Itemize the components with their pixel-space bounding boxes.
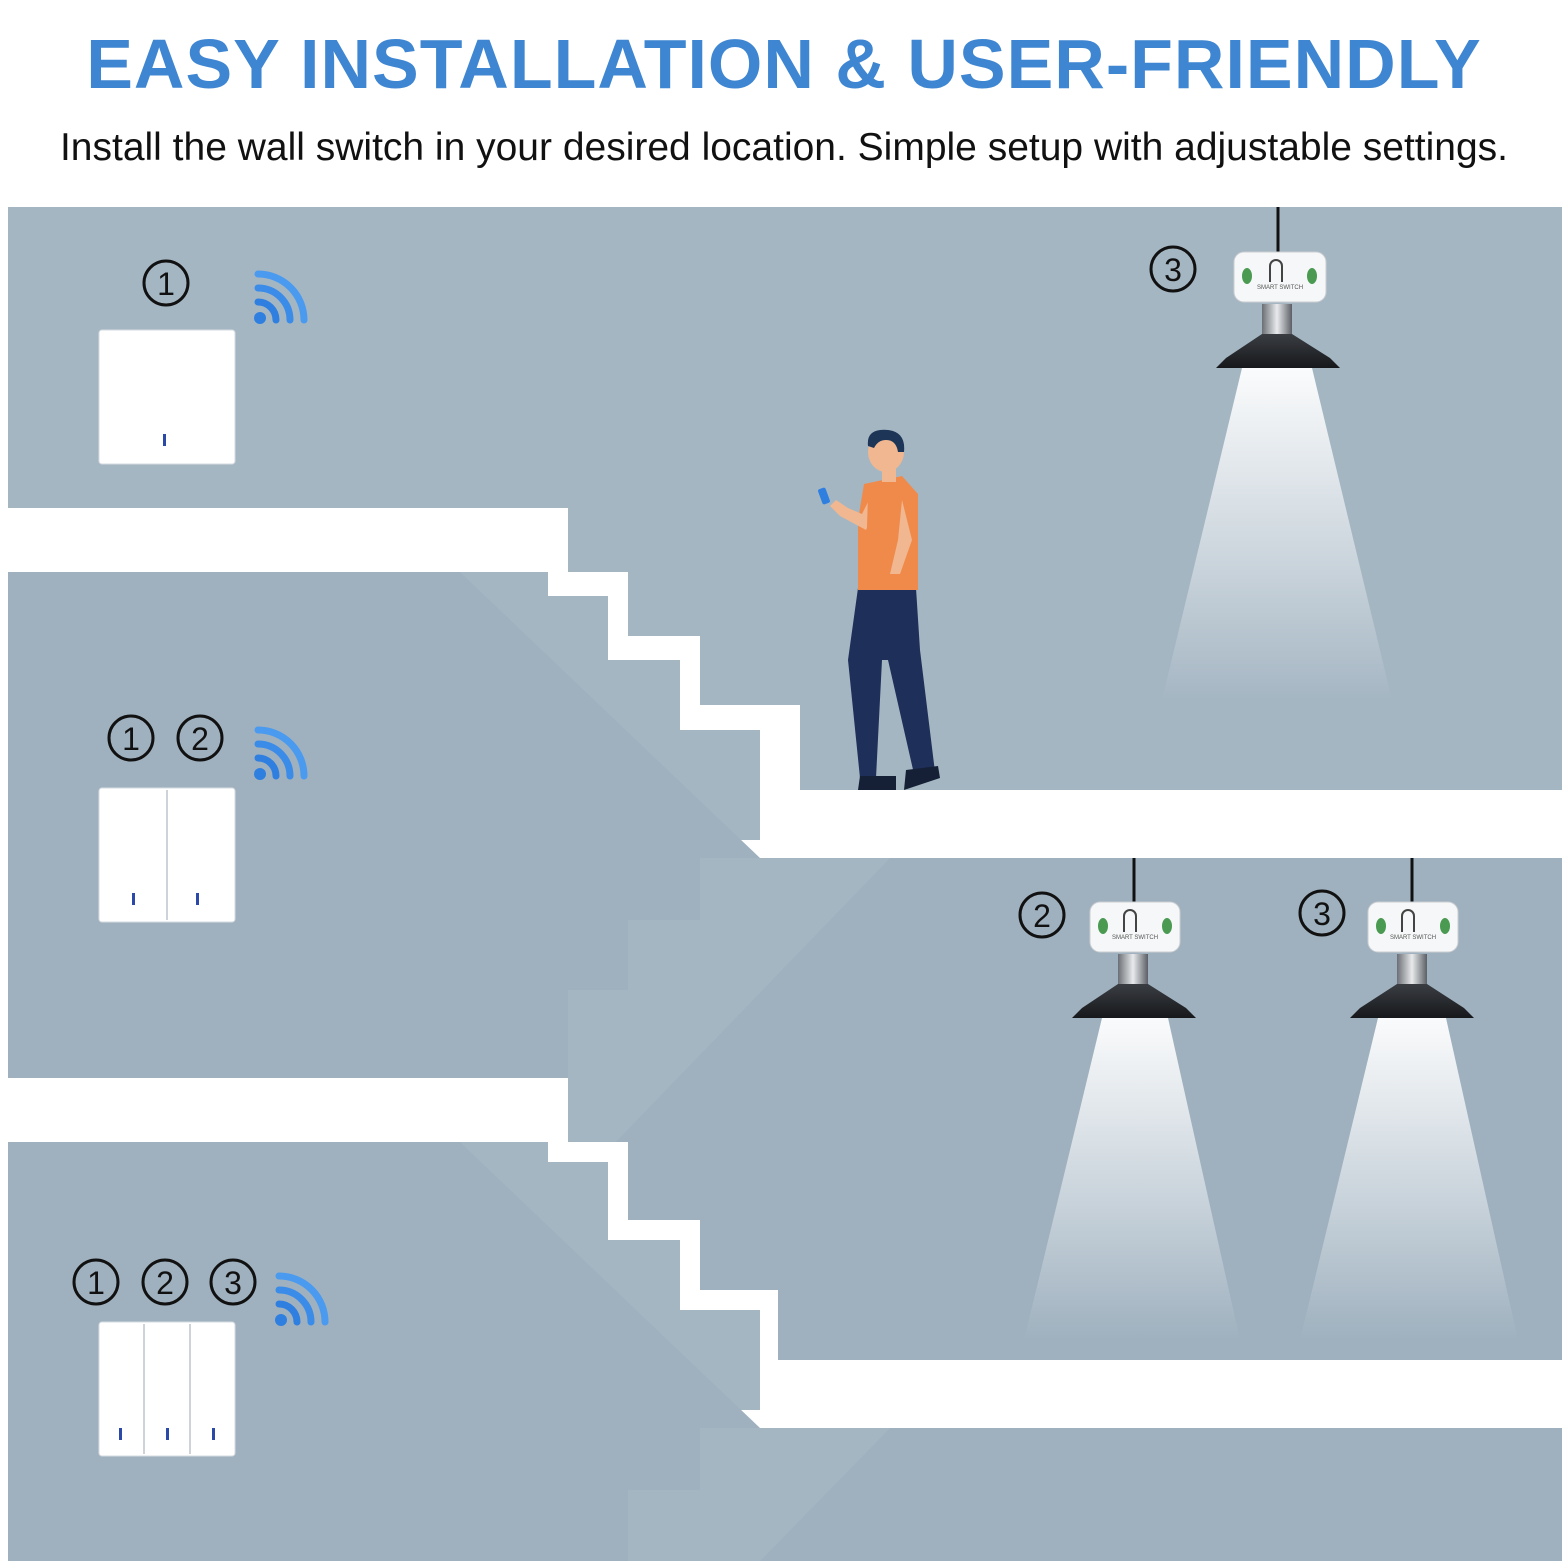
wifi-signal-icon [254,270,308,324]
wall-panel-lower-right [760,1428,1562,1561]
svg-text:1: 1 [157,266,175,302]
svg-text:3: 3 [1313,896,1331,932]
badge-floor3-2: 2 [141,1258,189,1306]
pendant-lamp-icon: SMART SWITCH [1300,858,1518,1340]
svg-text:1: 1 [87,1265,105,1301]
svg-text:SMART SWITCH: SMART SWITCH [1390,935,1436,941]
wifi-signal-icon [275,1272,329,1326]
svg-text:2: 2 [191,721,209,757]
badge-floor2-2: 2 [176,714,224,762]
badge-floor2-1: 1 [107,714,155,762]
svg-text:2: 2 [156,1265,174,1301]
floor-slabs [8,508,1562,1428]
page-title: EASY INSTALLATION & USER-FRIENDLY [86,25,1482,103]
wifi-signal-icon [254,726,308,780]
badge-lamp-mid-right: 3 [1298,889,1346,937]
smart-switch-module: SMART SWITCH [1233,251,1327,303]
badge-floor1-1: 1 [142,259,190,307]
smart-switch-module: SMART SWITCH [1089,901,1181,953]
badge-lamp-mid-left: 2 [1018,891,1066,939]
switch-3-gang [98,1321,236,1457]
badge-floor3-1: 1 [72,1258,120,1306]
person-with-phone [818,429,940,790]
badge-lamp-top: 3 [1149,245,1197,293]
switch-2-gang [98,787,236,923]
svg-text:3: 3 [1164,252,1182,288]
staircase-lower [548,1078,800,1561]
staircase-scene: 1 1 2 1 2 [8,207,1562,1561]
switch-1-gang [98,329,236,465]
pendant-lamp-icon: SMART SWITCH [1024,858,1240,1340]
svg-text:3: 3 [224,1265,242,1301]
svg-text:1: 1 [122,721,140,757]
page-subtitle: Install the wall switch in your desired … [59,126,1509,169]
wall-panel-upper [8,572,760,1078]
svg-text:2: 2 [1033,898,1051,934]
badge-floor3-3: 3 [209,1258,257,1306]
svg-text:SMART SWITCH: SMART SWITCH [1112,935,1158,941]
smart-switch-module: SMART SWITCH [1367,901,1459,953]
pendant-lamp-icon: SMART SWITCH [1162,207,1392,700]
svg-text:SMART SWITCH: SMART SWITCH [1257,285,1303,291]
